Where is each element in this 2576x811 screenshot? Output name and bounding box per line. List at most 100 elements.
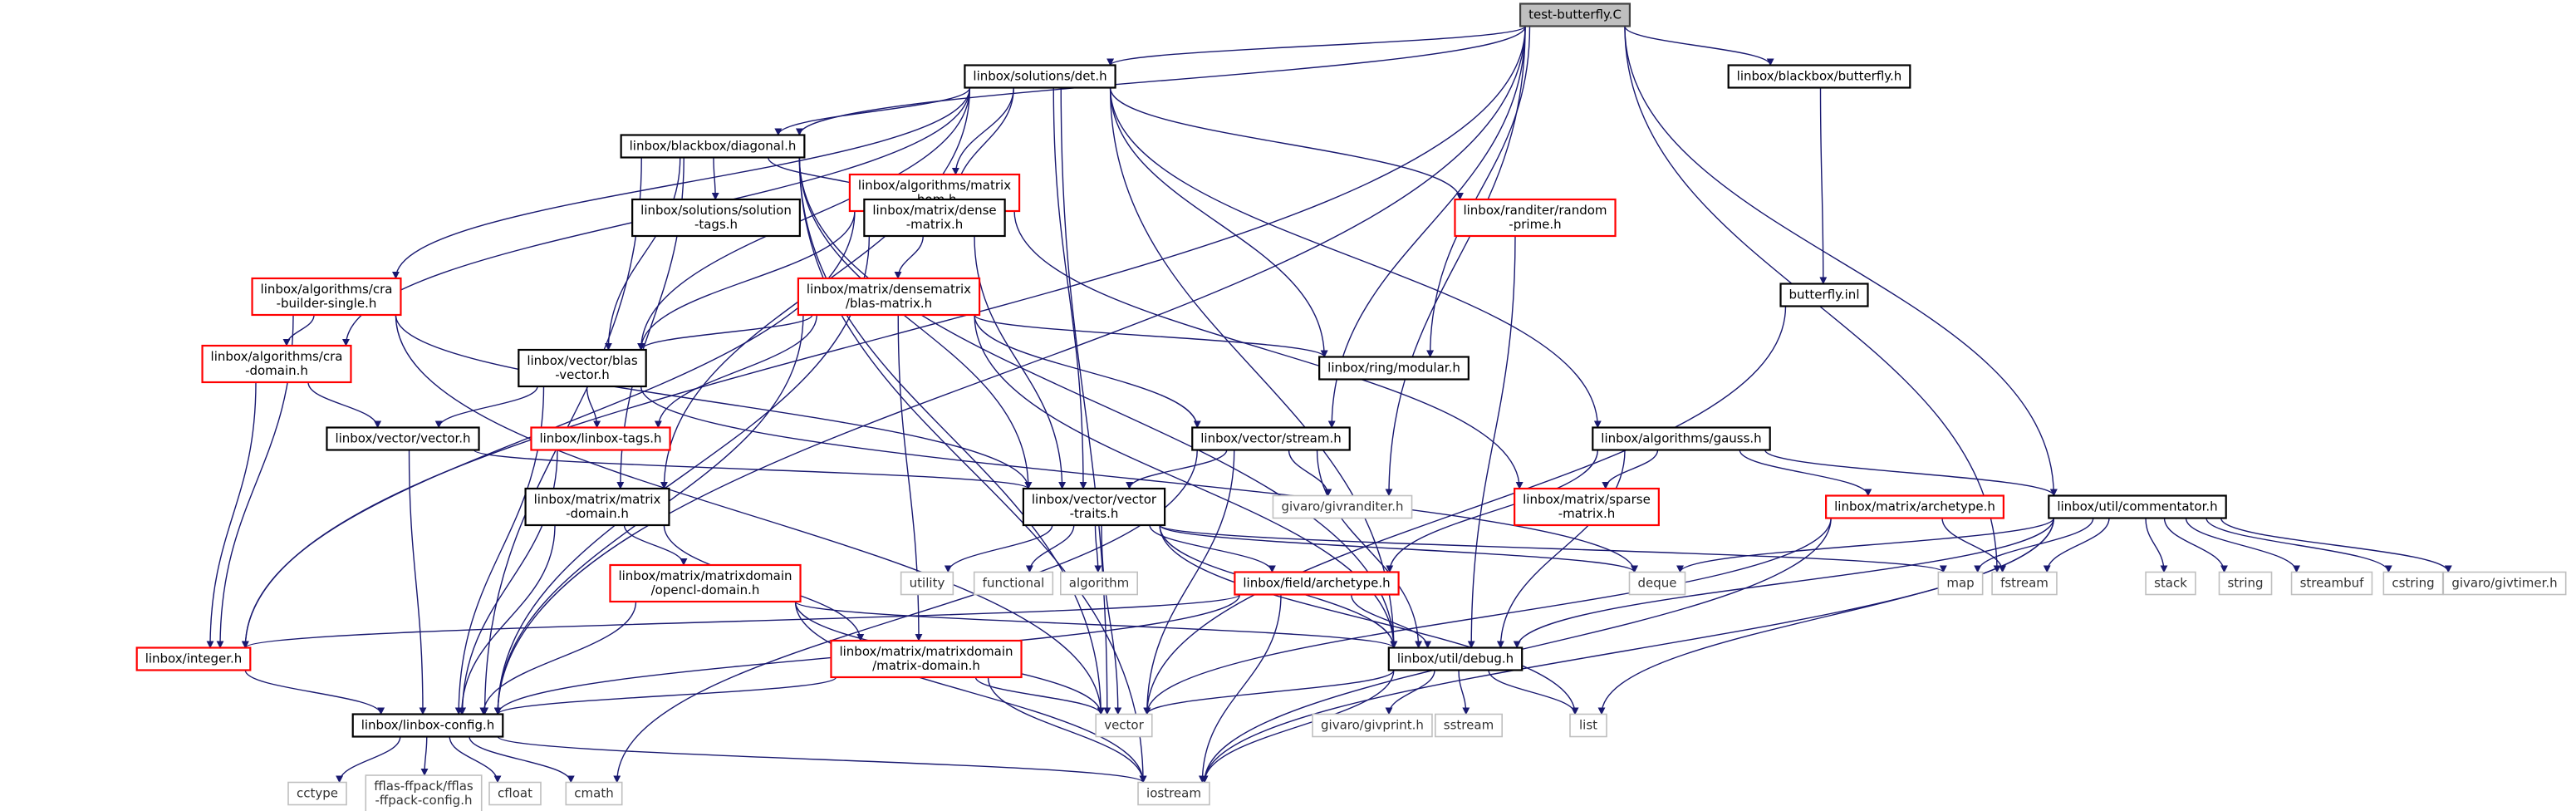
node-cctype[interactable]: cctype xyxy=(287,781,347,806)
node-cra-domain[interactable]: linbox/algorithms/cra-domain.h xyxy=(201,344,352,384)
node-cmath[interactable]: cmath xyxy=(565,781,623,806)
node-butterfly-inl[interactable]: butterfly.inl xyxy=(1779,283,1869,307)
edge-det-to-debug xyxy=(1109,87,1398,649)
node-box xyxy=(830,639,1023,679)
node-label: linbox/util/commentator.h xyxy=(2057,499,2217,514)
node-label: linbox/blackbox/butterfly.h xyxy=(1737,69,1902,84)
node-gauss[interactable]: linbox/algorithms/gauss.h xyxy=(1592,426,1771,451)
node-box xyxy=(1569,713,1607,738)
node-stack[interactable]: stack xyxy=(2145,571,2196,596)
edge-commentator-to-streambuf xyxy=(2185,518,2301,573)
edge-matrix-domain-to-linbox-config xyxy=(458,524,556,715)
node-box xyxy=(1514,487,1660,527)
node-label: linbox/solutions/solution xyxy=(640,203,792,218)
node-functional[interactable]: functional xyxy=(973,571,1054,596)
node-box xyxy=(1059,571,1139,596)
node-cfloat[interactable]: cfloat xyxy=(488,781,542,806)
node-label: linbox/algorithms/matrix xyxy=(858,178,1011,193)
node-matrix-domain[interactable]: linbox/matrix/matrix-domain.h xyxy=(524,487,670,527)
edge-blas-matrix-to-linbox-tags xyxy=(654,314,817,429)
node-box xyxy=(1272,494,1413,519)
node-stream[interactable]: linbox/vector/stream.h xyxy=(1191,426,1351,451)
node-givtimer[interactable]: givaro/givtimer.h xyxy=(2442,571,2567,596)
node-list[interactable]: list xyxy=(1569,713,1607,738)
edge-commentator-to-iostream xyxy=(1200,518,2055,784)
node-linbox-tags[interactable]: linbox/linbox-tags.h xyxy=(530,426,671,451)
node-opencl-domain[interactable]: linbox/matrix/matrixdomain/opencl-domain… xyxy=(609,563,802,603)
node-label: linbox/matrix/dense xyxy=(872,203,996,218)
node-vector-h[interactable]: linbox/vector/vector.h xyxy=(326,426,480,451)
edge-gauss-to-field-archetype xyxy=(1386,450,1598,573)
nodes: test-butterfly.C linbox/solutions/det.h li… xyxy=(135,2,2567,811)
node-box xyxy=(1137,781,1210,806)
edge-random-prime-to-debug xyxy=(1467,235,1516,649)
node-map[interactable]: map xyxy=(1937,571,1984,596)
edge-diagonal-to-vector xyxy=(798,157,1105,715)
node-sparse-matrix[interactable]: linbox/matrix/sparse-matrix.h xyxy=(1514,487,1660,527)
edge-root-to-linbox-config xyxy=(493,26,1526,715)
node-box xyxy=(1022,487,1166,527)
edge-det-to-diagonal xyxy=(774,87,971,136)
node-givprint[interactable]: givaro/givprint.h xyxy=(1312,713,1433,738)
node-solution-tags[interactable]: linbox/solutions/solution-tags.h xyxy=(631,198,801,238)
node-dense-matrix[interactable]: linbox/matrix/dense-matrix.h xyxy=(863,198,1006,238)
node-field-archetype[interactable]: linbox/field/archetype.h xyxy=(1234,571,1400,596)
node-det[interactable]: linbox/solutions/det.h xyxy=(964,64,1116,89)
node-cra-builder[interactable]: linbox/algorithms/cra-builder-single.h xyxy=(251,277,402,317)
node-deque[interactable]: deque xyxy=(1628,571,1686,596)
node-label: /matrix-domain.h xyxy=(872,658,980,673)
edge-root-to-det xyxy=(1106,25,1526,66)
node-random-prime[interactable]: linbox/randiter/random-prime.h xyxy=(1454,198,1617,238)
edge-vector-traits-to-list xyxy=(1159,524,1579,715)
node-label: givaro/givranditer.h xyxy=(1281,499,1403,514)
node-ring-modular[interactable]: linbox/ring/modular.h xyxy=(1318,356,1470,381)
edges xyxy=(206,25,2452,784)
node-utility[interactable]: utility xyxy=(900,571,954,596)
node-integer[interactable]: linbox/integer.h xyxy=(135,646,252,671)
node-bb-butterfly[interactable]: linbox/blackbox/butterfly.h xyxy=(1727,64,1911,89)
node-matrix-archetype[interactable]: linbox/matrix/archetype.h xyxy=(1825,494,2004,519)
node-root[interactable]: test-butterfly.C xyxy=(1519,2,1631,27)
node-box xyxy=(797,277,981,317)
node-box xyxy=(565,781,623,806)
node-iostream[interactable]: iostream xyxy=(1137,781,1210,806)
edge-dense-matrix-to-blas-matrix xyxy=(894,235,924,279)
node-blas-vector[interactable]: linbox/vector/blas-vector.h xyxy=(518,348,647,388)
node-sstream[interactable]: sstream xyxy=(1435,713,1503,738)
node-givranditer[interactable]: givaro/givranditer.h xyxy=(1272,494,1413,519)
node-fstream[interactable]: fstream xyxy=(1991,571,2058,596)
edge-debug-to-vector xyxy=(1143,670,1395,715)
node-cstring[interactable]: cstring xyxy=(2382,571,2444,596)
node-linbox-config[interactable]: linbox/linbox-config.h xyxy=(351,713,504,738)
node-box xyxy=(2048,494,2227,519)
node-debug[interactable]: linbox/util/debug.h xyxy=(1387,646,1524,671)
node-box xyxy=(1937,571,1984,596)
edge-diagonal-to-vector-traits xyxy=(798,157,1033,489)
node-commentator[interactable]: linbox/util/commentator.h xyxy=(2048,494,2227,519)
node-algorithm[interactable]: algorithm xyxy=(1059,571,1139,596)
node-box xyxy=(609,563,802,603)
node-ffpack-config[interactable]: fflas-ffpack/fflas-ffpack-config.h xyxy=(365,774,483,811)
edge-field-archetype-to-integer xyxy=(242,593,1241,649)
node-md-matrix-domain[interactable]: linbox/matrix/matrixdomain/matrix-domain… xyxy=(830,639,1023,679)
edge-opencl-domain-to-debug xyxy=(794,601,1398,649)
edge-blas-matrix-to-ring-modular xyxy=(974,314,1328,358)
node-vector[interactable]: vector xyxy=(1095,713,1153,738)
node-diagonal[interactable]: linbox/blackbox/diagonal.h xyxy=(620,134,806,159)
edge-det-to-vector-traits xyxy=(1052,87,1087,489)
node-box xyxy=(863,198,1006,238)
edge-blas-vector-to-linbox-tags xyxy=(586,386,601,429)
node-label: deque xyxy=(1637,576,1676,591)
node-streambuf[interactable]: streambuf xyxy=(2290,571,2373,596)
node-box xyxy=(2290,571,2373,596)
edge-gauss-to-matrix-archetype xyxy=(1739,450,1872,497)
node-label: streambuf xyxy=(2300,576,2365,591)
node-blas-matrix[interactable]: linbox/matrix/densematrix/blas-matrix.h xyxy=(797,277,981,317)
node-vector-traits[interactable]: linbox/vector/vector-traits.h xyxy=(1022,487,1166,527)
edge-debug-to-list xyxy=(1488,670,1579,715)
edge-commentator-to-stack xyxy=(2145,518,2168,573)
edge-debug-to-sstream xyxy=(1458,670,1470,715)
edge-debug-to-iostream xyxy=(1200,670,1395,784)
node-string[interactable]: string xyxy=(2218,571,2273,596)
node-label: algorithm xyxy=(1069,576,1129,591)
